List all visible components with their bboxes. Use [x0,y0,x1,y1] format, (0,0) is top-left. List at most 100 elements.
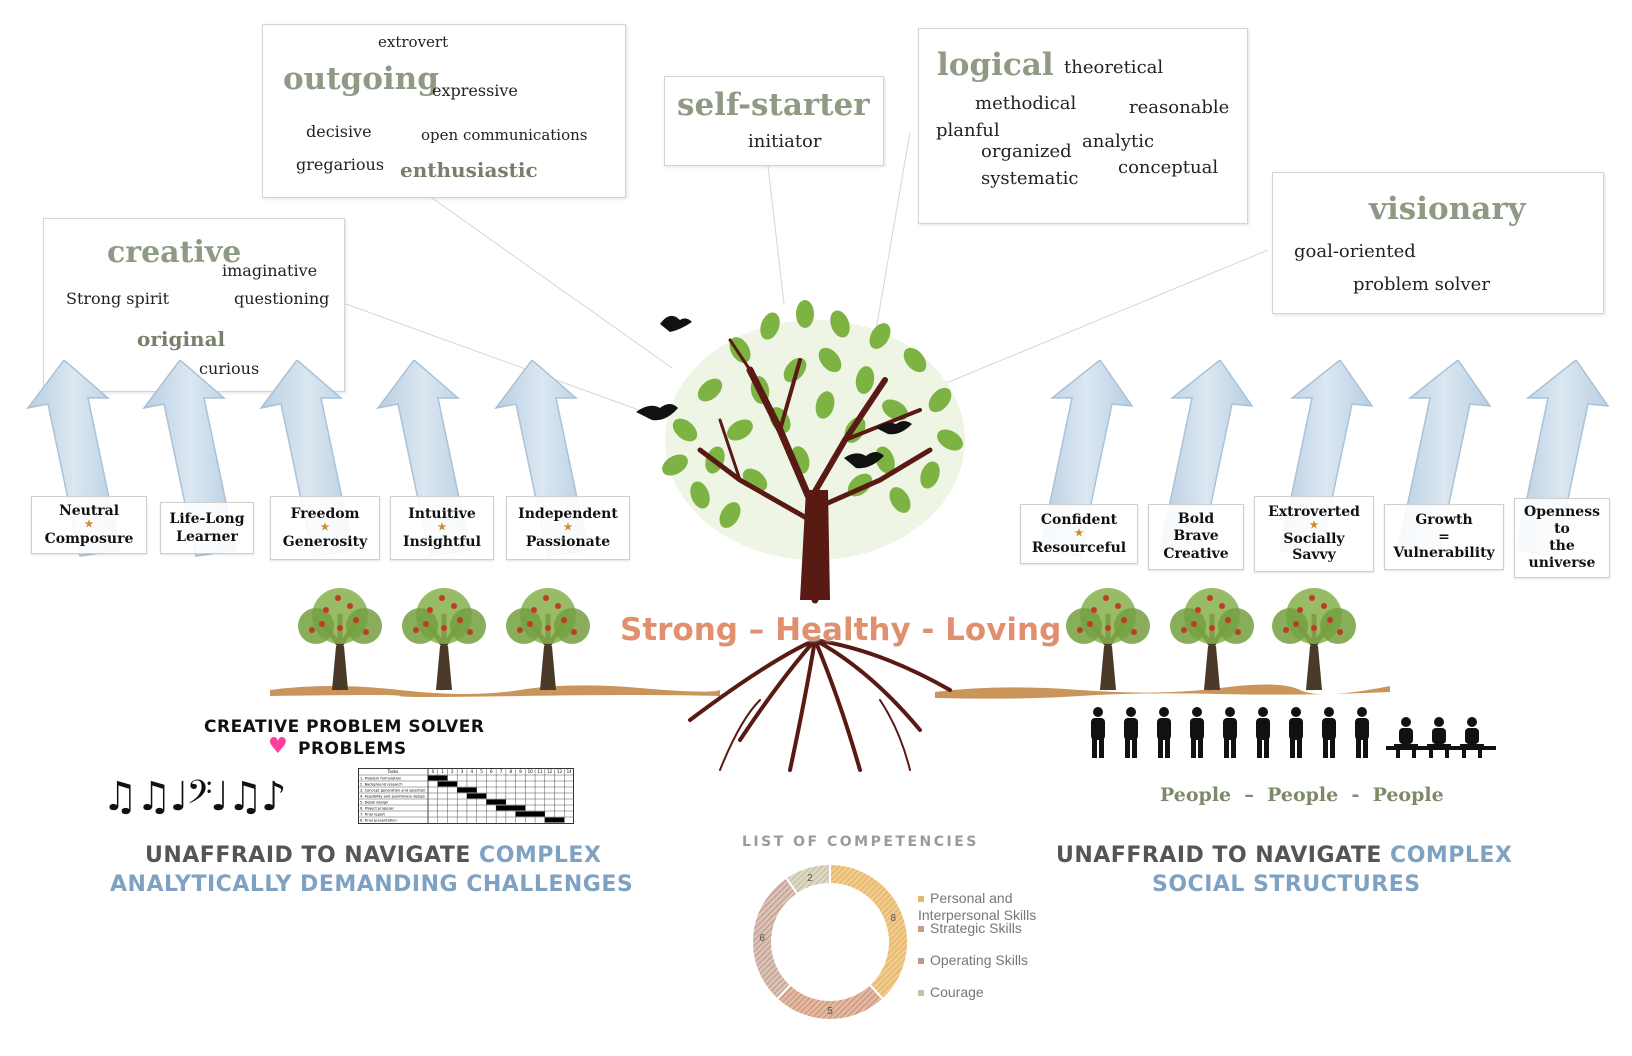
heading-blue-text: COMPLEX [1390,843,1513,868]
donut-value-label: 8 [891,913,897,924]
seated-person-icon [1460,717,1484,758]
word-initiator: initiator [748,131,822,152]
self-starter-word-box: self-starter initiator [664,76,884,166]
trait-box-independent-passionate: Independent ★ Passionate [506,496,630,560]
ground-strips [270,684,1390,699]
word-creative: creative [107,235,242,270]
word-outgoing: outgoing [283,61,439,97]
legend-swatch [918,990,924,997]
gantt-week-label: 13 [557,769,563,774]
word-planful: planful [936,120,1000,141]
right-heading-line1: UNAFFRAID TO NAVIGATE COMPLEX [1056,843,1512,868]
donut-slice [829,862,909,1001]
heading-gray-text: UNAFFRAID TO NAVIGATE [1056,843,1382,868]
donut-slice [784,862,831,896]
person-icon [1091,707,1105,758]
left-heading-line2: ANALYTICALLY DEMANDING CHALLENGES [110,872,634,897]
small-tree-icon [1272,588,1356,690]
trait-text: universe [1528,554,1596,571]
word-extrovert: extrovert [378,33,449,51]
gantt-week-label: 10 [528,769,534,774]
bench-icon [1386,746,1496,750]
gantt-task-label: 7. Final report [360,813,386,817]
gantt-bar [457,787,477,793]
trait-text: to [1554,521,1570,538]
trait-box-intuitive-insightful: Intuitive ★ Insightful [390,496,494,560]
gantt-bar [437,781,458,787]
people-icons [1091,707,1496,758]
heading-gray-text: UNAFFRAID TO NAVIGATE [145,843,471,868]
legend-item: Courage [918,984,984,1001]
motto-text: Strong – Healthy - Loving [620,612,1062,648]
trait-text: Intuitive [408,505,476,522]
gantt-task-label: 5. Detail design [360,801,388,805]
trait-box-openness-universe: Openness to the universe [1514,498,1610,578]
donut-value-label: 2 [807,873,813,884]
people-label: People – People - People [1160,784,1444,806]
legend-swatch [918,896,924,903]
left-heading-line1: UNAFFRAID TO NAVIGATE COMPLEX [145,843,601,868]
trait-box-life-long-learner: Life-Long Learner [160,502,254,554]
small-tree-icon [298,588,382,690]
gantt-task-label: 3. Concept generation and selection [360,789,425,793]
trait-text: Composure [44,531,134,547]
bird-icon [876,421,912,435]
gantt-week-label: 11 [537,769,543,774]
word-logical: logical [937,47,1054,83]
gantt-week-label: 4 [471,769,474,774]
trait-text: Generosity [282,534,368,550]
gantt-week-label: 1 [441,769,444,774]
legend-item: Strategic Skills [918,920,1022,937]
trait-text: Bold [1177,510,1215,527]
trait-text: Creative [1163,545,1229,562]
person-icon [1190,707,1204,758]
heading-blue-text: COMPLEX [479,843,602,868]
visionary-word-box: visionary goal-oriented problem solver [1272,172,1604,314]
music-notes-icon: ♫♫♩𝄢♩♫♪ [102,774,287,820]
legend-item: Operating Skills [918,952,1028,969]
word-systematic: systematic [981,168,1079,189]
star-icon: ★ [437,522,447,533]
word-reasonable: reasonable [1129,97,1230,118]
small-tree-icon [1066,588,1150,690]
chart-title: LIST OF COMPETENCIES [742,834,979,850]
gantt-task-label: 8. Final presentation [360,819,397,823]
star-icon: ★ [84,519,94,530]
small-tree-icon [1170,588,1254,690]
person-icon [1322,707,1336,758]
word-analytic: analytic [1082,131,1155,152]
word-conceptual: conceptual [1118,157,1219,178]
trait-text: Growth [1415,511,1473,528]
trait-text: Resourceful [1031,540,1127,556]
trait-text: Neutral [58,502,120,519]
gantt-task-label: 1. Problem formulation [360,777,401,781]
small-tree-icon [402,588,486,690]
trait-text: Socially [1283,530,1345,547]
legend-label: Strategic Skills [930,920,1022,936]
trait-text: Learner [176,529,238,545]
legend-label: Operating Skills [930,952,1029,968]
word-open-communications: open communications [421,126,588,144]
main-tree-icon [636,300,965,772]
word-visionary: visionary [1369,191,1526,227]
gantt-header: Tasks [387,769,399,774]
gantt-task-label: 6. Project proposal [360,807,393,811]
trait-text: = [1438,528,1450,545]
trait-text: Freedom [290,505,360,522]
trait-box-freedom-generosity: Freedom ★ Generosity [270,496,380,560]
legend-swatch [918,958,924,965]
gantt-task-label: 4. Feasibility and preliminary design [360,795,425,799]
star-icon: ★ [1074,528,1084,539]
word-enthusiastic: enthusiastic [400,158,538,182]
gantt-bar [544,817,565,823]
word-organized: organized [981,141,1072,162]
trait-box-bold-brave-creative: Bold Brave Creative [1148,504,1244,570]
legend-label: Courage [930,984,984,1000]
star-icon: ★ [320,522,330,533]
trait-box-growth-vulnerability: Growth = Vulnerability [1384,504,1504,570]
gantt-bar [496,805,526,811]
bird-icon [660,315,692,332]
word-imaginative: imaginative [222,261,318,280]
